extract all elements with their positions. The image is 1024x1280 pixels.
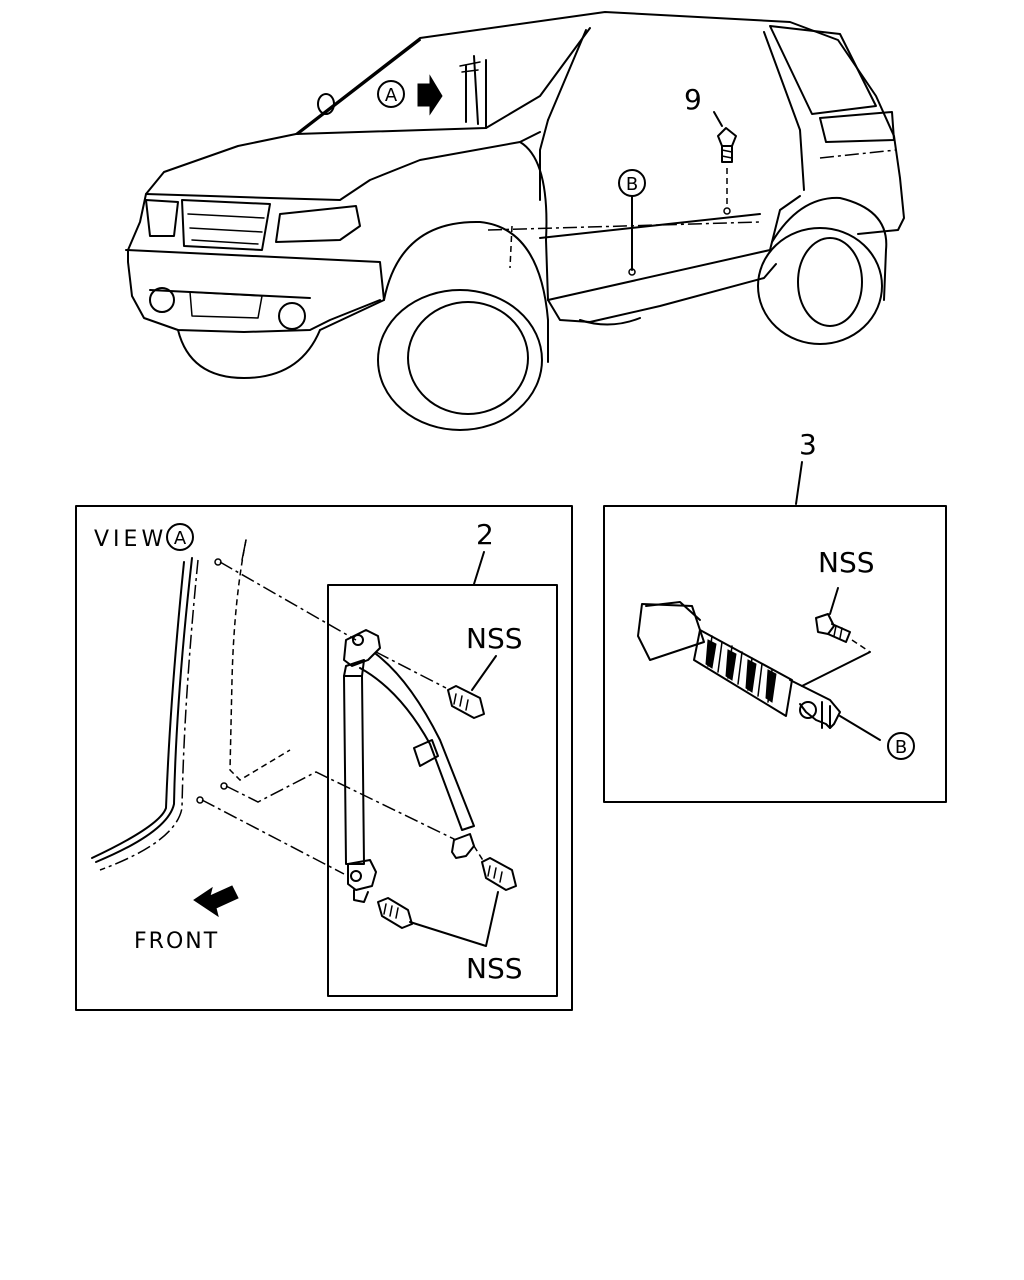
svg-text:A: A bbox=[174, 528, 187, 549]
front-label: FRONT bbox=[134, 929, 219, 954]
part-9-label: 9 bbox=[684, 83, 702, 116]
buckle-assembly bbox=[637, 587, 881, 741]
svg-text:A: A bbox=[385, 85, 398, 106]
nss-right-label: NSS bbox=[818, 546, 875, 579]
nss-upper-left-label: NSS bbox=[466, 622, 523, 655]
part-2-label: 2 bbox=[476, 518, 494, 551]
view-a-marker: A bbox=[377, 80, 405, 108]
view-circle-a: A bbox=[166, 523, 194, 551]
pillar-trim bbox=[91, 539, 291, 871]
svg-text:B: B bbox=[626, 174, 638, 195]
part-2-frame bbox=[327, 584, 558, 997]
part-3-leader bbox=[795, 461, 803, 505]
anchor-b-marker: B bbox=[618, 169, 646, 197]
seat-belt-assembly bbox=[196, 558, 517, 947]
part-3-label: 3 bbox=[799, 428, 817, 461]
nss-lower-left-label: NSS bbox=[466, 952, 523, 985]
vehicle-illustration bbox=[125, 11, 905, 431]
svg-text:B: B bbox=[895, 737, 907, 758]
view-label: VIEW bbox=[94, 527, 167, 552]
part-3-frame bbox=[603, 505, 947, 803]
front-arrow-icon bbox=[193, 885, 239, 918]
b-circle-right: B bbox=[887, 732, 915, 760]
part-2-leader bbox=[473, 551, 485, 585]
view-a-frame bbox=[75, 505, 573, 1011]
